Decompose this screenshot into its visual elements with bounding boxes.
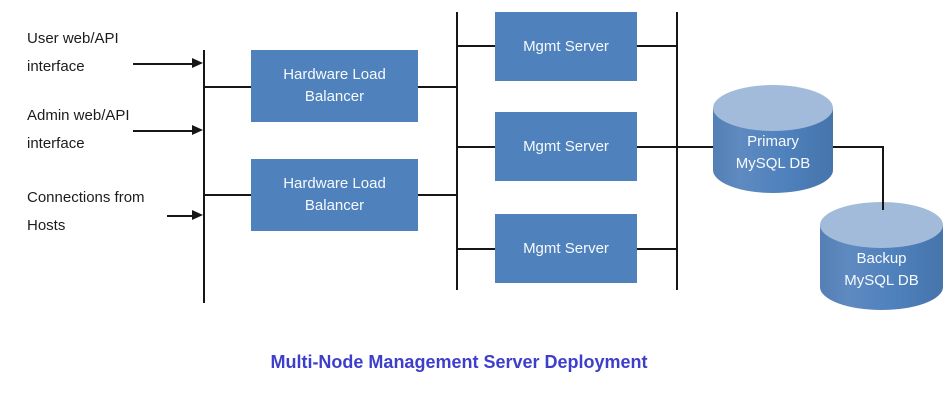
input-label-hosts-line1: Connections from: [27, 189, 145, 206]
connector-lb1-to-bus: [418, 86, 456, 88]
arrow-hosts-line: [167, 215, 194, 217]
backup-db-label: Backup MySQL DB: [820, 248, 943, 292]
connector-lb2-to-bus: [418, 194, 456, 196]
arrow-hosts-head-icon: [192, 210, 203, 220]
mgmt-server-1-label: Mgmt Server: [523, 37, 609, 55]
connector-bus-to-mgmt3: [456, 248, 495, 250]
primary-db-cylinder: Primary MySQL DB: [713, 85, 833, 193]
mgmt-server-3-label: Mgmt Server: [523, 239, 609, 257]
connector-primary-to-backup-h: [833, 146, 883, 148]
input-label-user-line2: interface: [27, 58, 85, 75]
input-label-admin: Admin web/API interface: [27, 102, 130, 158]
input-label-hosts: Connections from Hosts: [27, 184, 145, 240]
backup-db-cylinder: Backup MySQL DB: [820, 202, 943, 310]
connector-mgmt2-to-primary-db: [637, 146, 713, 148]
primary-db-label-line1: Primary: [747, 133, 799, 150]
mgmt-server-box-1: Mgmt Server: [495, 12, 637, 81]
connector-bus-to-mgmt1: [456, 45, 495, 47]
load-balancer-box-1: Hardware Load Balancer: [251, 50, 418, 122]
backup-db-label-line1: Backup: [856, 250, 907, 267]
load-balancer-1-label: Hardware Load Balancer: [283, 66, 386, 105]
arrow-admin-head-icon: [192, 125, 203, 135]
backup-db-label-line2: MySQL DB: [844, 272, 919, 289]
mgmt-server-box-3: Mgmt Server: [495, 214, 637, 283]
load-balancer-box-2: Hardware Load Balancer: [251, 159, 418, 231]
input-label-admin-line2: interface: [27, 135, 85, 152]
input-label-user: User web/API interface: [27, 25, 119, 81]
connector-primary-to-backup-v: [882, 146, 884, 210]
load-balancer-2-label: Hardware Load Balancer: [283, 175, 386, 214]
connector-bus-to-mgmt2: [456, 146, 495, 148]
mgmt-server-box-2: Mgmt Server: [495, 112, 637, 181]
connector-bus-to-lb2: [203, 194, 251, 196]
connector-mgmt3-to-bus: [637, 248, 676, 250]
input-label-hosts-line2: Hosts: [27, 217, 66, 234]
connector-mgmt1-to-bus: [637, 45, 676, 47]
connector-bus-to-lb1: [203, 86, 251, 88]
arrow-user-line: [133, 63, 194, 65]
input-label-user-line1: User web/API: [27, 30, 119, 47]
primary-db-top-ellipse: [713, 85, 833, 131]
arrow-user-head-icon: [192, 58, 203, 68]
diagram-title: Multi-Node Management Server Deployment: [270, 352, 648, 372]
mgmt-left-bus-line: [456, 12, 458, 290]
mgmt-right-bus-line: [676, 12, 678, 290]
primary-db-label: Primary MySQL DB: [713, 131, 833, 175]
backup-db-top-ellipse: [820, 202, 943, 248]
arrow-admin-line: [133, 130, 194, 132]
input-label-admin-line1: Admin web/API: [27, 107, 130, 124]
input-bus-line: [203, 50, 205, 303]
primary-db-label-line2: MySQL DB: [735, 155, 811, 172]
mgmt-server-2-label: Mgmt Server: [523, 137, 609, 155]
